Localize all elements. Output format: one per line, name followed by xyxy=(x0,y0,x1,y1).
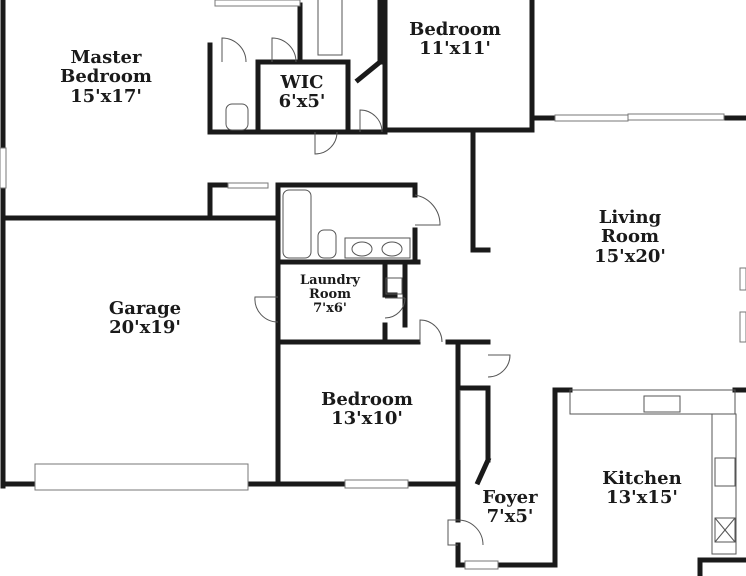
room-name: Bedroom xyxy=(409,19,501,40)
vanity xyxy=(344,237,411,259)
doors xyxy=(221,0,511,546)
door-swing xyxy=(414,194,441,226)
room-name: Room xyxy=(600,226,660,248)
room-size: 11'x11' xyxy=(419,38,491,60)
room-name: Foyer xyxy=(482,487,538,508)
room-size: 7'x6' xyxy=(313,301,347,317)
door-swing xyxy=(359,109,383,133)
window xyxy=(739,311,746,343)
sliding-door xyxy=(554,114,629,122)
door-swing xyxy=(221,37,247,63)
garage-door xyxy=(34,463,249,491)
room-name: Laundry xyxy=(300,273,360,288)
room-name: Bedroom xyxy=(60,66,152,88)
water-heater xyxy=(385,277,403,295)
room-label-kitchen: Kitchen 13'x15' xyxy=(602,469,681,508)
window xyxy=(344,479,409,489)
pantry xyxy=(714,517,736,543)
door-swing xyxy=(457,519,484,546)
fixtures xyxy=(225,103,737,555)
room-size: 15'x20' xyxy=(594,245,666,267)
room-size: 13'x10' xyxy=(331,408,403,430)
room-label-garage: Garage 20'x19' xyxy=(109,299,181,338)
sink xyxy=(381,241,403,257)
door-swing xyxy=(384,297,406,319)
window xyxy=(464,560,499,570)
stove xyxy=(714,457,736,487)
room-label-master-bedroom: Master Bedroom 15'x17' xyxy=(60,47,152,107)
window xyxy=(739,267,746,291)
wall xyxy=(474,456,492,486)
door-swing xyxy=(419,319,443,343)
room-label-foyer: Foyer 7'x5' xyxy=(482,488,537,527)
pantry xyxy=(714,517,736,543)
room-name: Living xyxy=(598,207,662,228)
front-door xyxy=(447,519,458,546)
room-name: Room xyxy=(309,287,351,303)
room-name: Master xyxy=(70,47,142,68)
toilet xyxy=(225,103,249,131)
room-size: 6'x5' xyxy=(278,91,326,113)
room-name: Garage xyxy=(108,298,182,319)
room-label-bedroom-bottom: Bedroom 13'x10' xyxy=(321,390,413,429)
door-swing xyxy=(314,131,338,155)
window xyxy=(227,182,269,189)
door-swing xyxy=(487,354,511,378)
door-swing xyxy=(254,296,279,323)
room-name: Bedroom xyxy=(321,389,413,410)
room-name: WIC xyxy=(280,72,324,93)
door-swing xyxy=(271,37,297,63)
room-label-bedroom-top: Bedroom 11'x11' xyxy=(409,20,501,59)
window xyxy=(0,147,7,189)
tub xyxy=(317,0,343,56)
room-size: 13'x15' xyxy=(606,487,678,509)
window xyxy=(627,113,725,121)
toilet xyxy=(317,229,337,259)
sink xyxy=(351,241,373,257)
window xyxy=(214,0,301,7)
wall xyxy=(354,58,384,84)
room-size: 20'x19' xyxy=(109,317,181,339)
bathtub xyxy=(282,189,312,259)
room-label-living-room: Living Room 15'x20' xyxy=(594,207,666,267)
room-size: 7'x5' xyxy=(486,506,534,528)
room-label-wic: WIC 6'x5' xyxy=(279,73,326,112)
room-name: Kitchen xyxy=(602,468,682,489)
counter xyxy=(569,389,736,415)
room-label-laundry-room: Laundry Room 7'x6' xyxy=(300,273,360,317)
counter xyxy=(711,413,737,555)
room-size: 15'x17' xyxy=(70,85,142,107)
kitchen-sink xyxy=(643,395,681,413)
